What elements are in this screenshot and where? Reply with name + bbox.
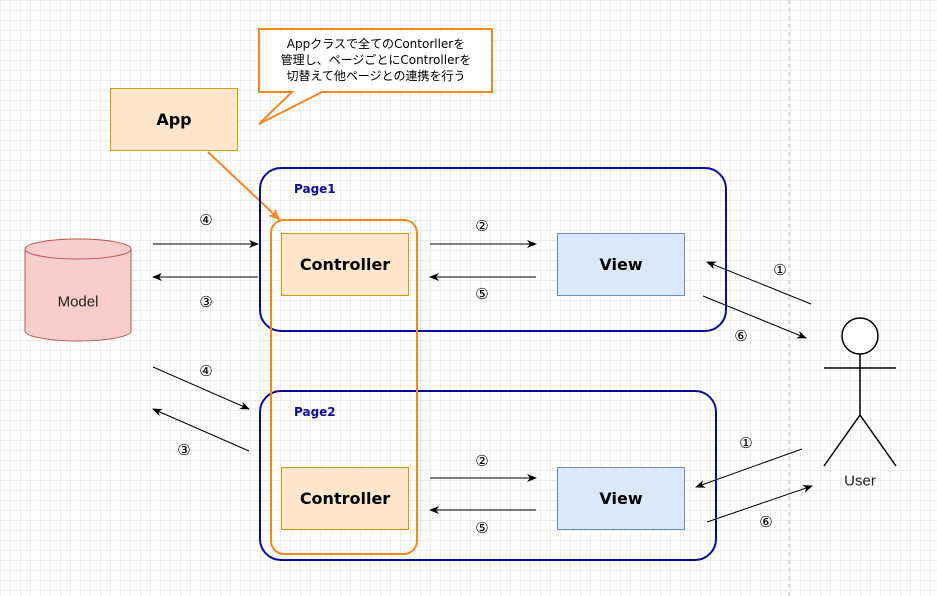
app-to-controller-arrow: [207, 151, 281, 221]
page1-user-to-view-arrow: [706, 261, 812, 305]
page2-controller-box[interactable]: Controller: [281, 467, 409, 530]
page2-step-six: ⑥: [759, 513, 773, 531]
page1-view-label: View: [599, 255, 643, 274]
callout-line-1: Appクラスで全てのContorllerを: [286, 37, 466, 51]
page2-step-two: ②: [475, 452, 489, 470]
page2-step-four: ④: [199, 362, 213, 380]
callout-line-3: 切替えて他ページとの連携を行う: [286, 69, 466, 83]
callout-shape: [258, 28, 493, 125]
page1-view-to-user-arrow: [702, 295, 807, 339]
page1-view-box[interactable]: View: [557, 233, 685, 296]
page2-view-box[interactable]: View: [557, 467, 685, 530]
page1-step-six: ⑥: [734, 327, 748, 345]
page1-controller-label: Controller: [299, 255, 391, 274]
page2-label: Page2: [294, 405, 336, 419]
callout-text: Appクラスで全てのContorllerを 管理し、ページごとにControll…: [261, 29, 491, 91]
page1-step-three: ③: [199, 293, 213, 311]
page2-view-to-user-arrow: [706, 485, 813, 523]
page2-controller-to-model-arrow: [152, 408, 250, 452]
page2-controller-label: Controller: [299, 489, 391, 508]
page2-user-to-view-arrow: [695, 448, 803, 488]
page1-step-two: ②: [475, 217, 489, 235]
page2-view-label: View: [599, 489, 643, 508]
page2-model-to-controller-arrow: [152, 366, 250, 410]
page2-step-five: ⑤: [475, 519, 489, 537]
page2-step-one: ①: [739, 434, 753, 452]
controller-group: [270, 219, 418, 555]
page1-container[interactable]: [259, 167, 727, 332]
callout-line-2: 管理し、ページごとにControllerを: [280, 53, 472, 67]
page1-label: Page1: [294, 182, 336, 196]
page1-step-four: ④: [199, 211, 213, 229]
page2-container[interactable]: [259, 390, 717, 561]
user-label: User: [844, 472, 876, 490]
model-cylinder: [24, 238, 132, 342]
user-figure: [823, 317, 897, 467]
app-box[interactable]: App: [110, 88, 238, 151]
app-label: App: [156, 110, 192, 129]
page1-controller-box[interactable]: Controller: [281, 233, 409, 296]
page1-step-one: ①: [773, 261, 787, 279]
model-label: Model: [57, 293, 99, 311]
page2-step-three: ③: [177, 441, 191, 459]
page1-step-five: ⑤: [475, 285, 489, 303]
